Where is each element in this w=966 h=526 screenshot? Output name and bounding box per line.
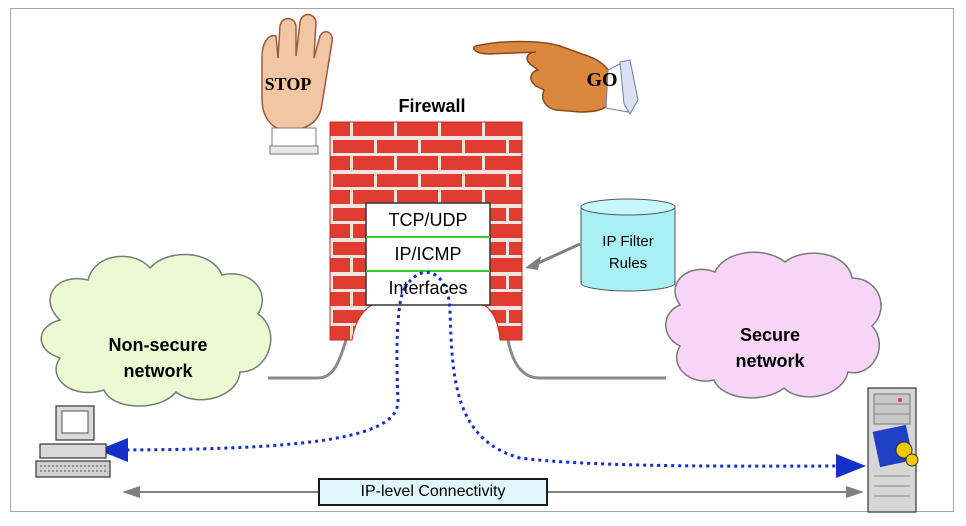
connectivity-label-box: IP-level Connectivity: [318, 478, 548, 506]
stop-label: STOP: [264, 74, 312, 94]
diagram-frame: [10, 8, 954, 512]
server-icon: [867, 387, 919, 513]
nonsecure-network-label: Non-secure network: [68, 332, 248, 384]
dotted-path-left: [98, 287, 407, 462]
right-cable: [502, 309, 666, 380]
filter-rules-line1: IP Filter: [602, 233, 654, 250]
nonsecure-line2: network: [123, 361, 193, 381]
layer-interfaces: Interfaces: [388, 278, 468, 298]
rules-arrow: [535, 242, 581, 266]
secure-cloud: [665, 251, 882, 399]
filter-rules-cylinder: [580, 198, 676, 292]
secure-network-label: Secure network: [690, 322, 850, 374]
firewall-title: Firewall: [398, 96, 466, 116]
filter-rules-label: IP Filter Rules: [578, 231, 678, 275]
go-hand-icon: [472, 40, 639, 115]
stop-hand-icon: [261, 13, 333, 155]
layer-ip-icmp: IP/ICMP: [394, 244, 462, 264]
dotted-path-right: [403, 271, 866, 479]
secure-line2: network: [735, 351, 805, 371]
workstation-icon: [35, 405, 111, 478]
protocol-stack-box: [365, 202, 491, 306]
secure-line1: Secure: [739, 325, 801, 345]
nonsecure-cloud: [40, 253, 272, 407]
go-label: GO: [586, 69, 618, 91]
layer-tcp-udp: TCP/UDP: [388, 210, 468, 230]
nonsecure-line1: Non-secure: [108, 335, 208, 355]
filter-rules-line2: Rules: [608, 255, 648, 272]
